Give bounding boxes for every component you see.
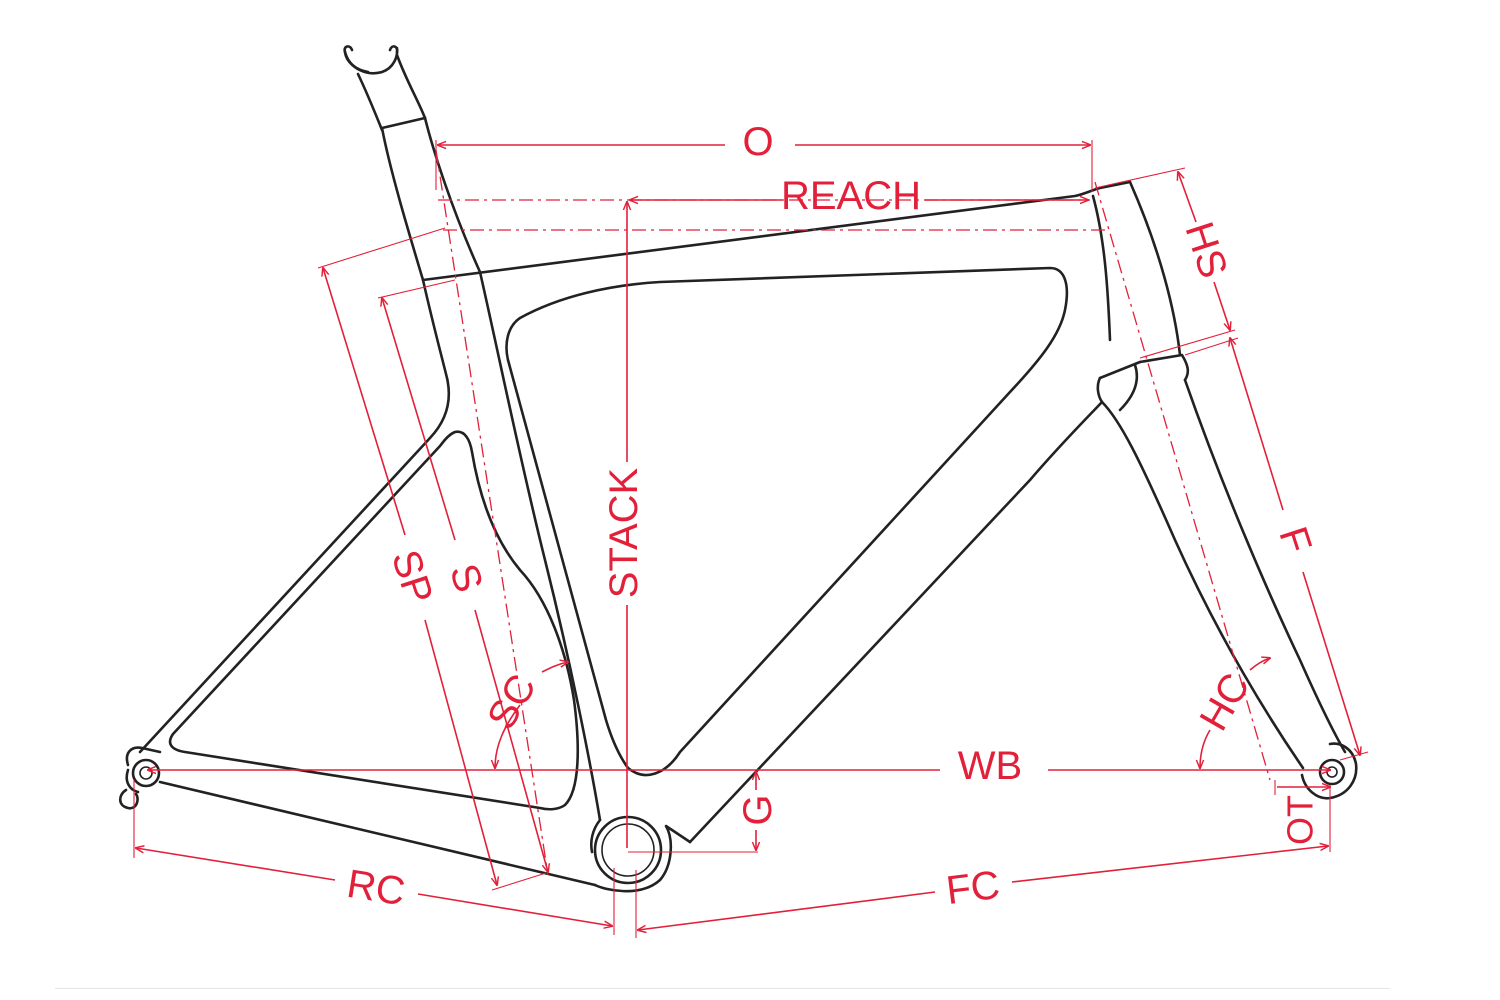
rear-dropout [118,746,162,810]
dimension-line-F [1230,338,1284,511]
label-REACH: REACH [781,174,921,218]
label-HC: HC [1192,666,1259,738]
fork [1100,378,1358,800]
frame-outline [118,45,1358,893]
angle-arc-SC [495,704,521,768]
label-OT: OT [1280,795,1321,845]
label-RC: RC [344,862,408,914]
label-WB: WB [958,744,1022,788]
label-FC: FC [944,863,1002,913]
label-HS: HS [1176,217,1235,283]
chainstay [158,780,597,887]
bottom-divider [55,988,1390,989]
label-O: O [742,120,773,164]
label-STACK: STACK [602,467,646,598]
dimension-annotations: O REACH STACK HS F SP S S [133,120,1369,938]
label-SP: SP [383,545,441,609]
dimension-line-RC [136,848,336,881]
label-S: S [441,559,491,598]
label-G: G [736,794,780,825]
head-tube-axis-line [1094,181,1271,781]
seat-tube [478,270,602,822]
main-triangle-inner [505,266,1069,777]
main-triangle-outer [138,180,1190,844]
seat-tube-axis-line [435,149,549,876]
label-SC: SC [479,667,545,737]
dimension-line-HS [1178,172,1197,223]
seat-post [343,45,482,282]
dimension-line-S [382,298,456,541]
front-dropout [1318,758,1346,786]
dimension-line-FC [638,891,936,930]
angle-arc-HC [1200,729,1211,768]
dimension-line-SP [323,268,406,536]
bottom-bracket [589,815,692,893]
label-F: F [1270,522,1319,559]
rear-triangle-inner [168,430,580,811]
